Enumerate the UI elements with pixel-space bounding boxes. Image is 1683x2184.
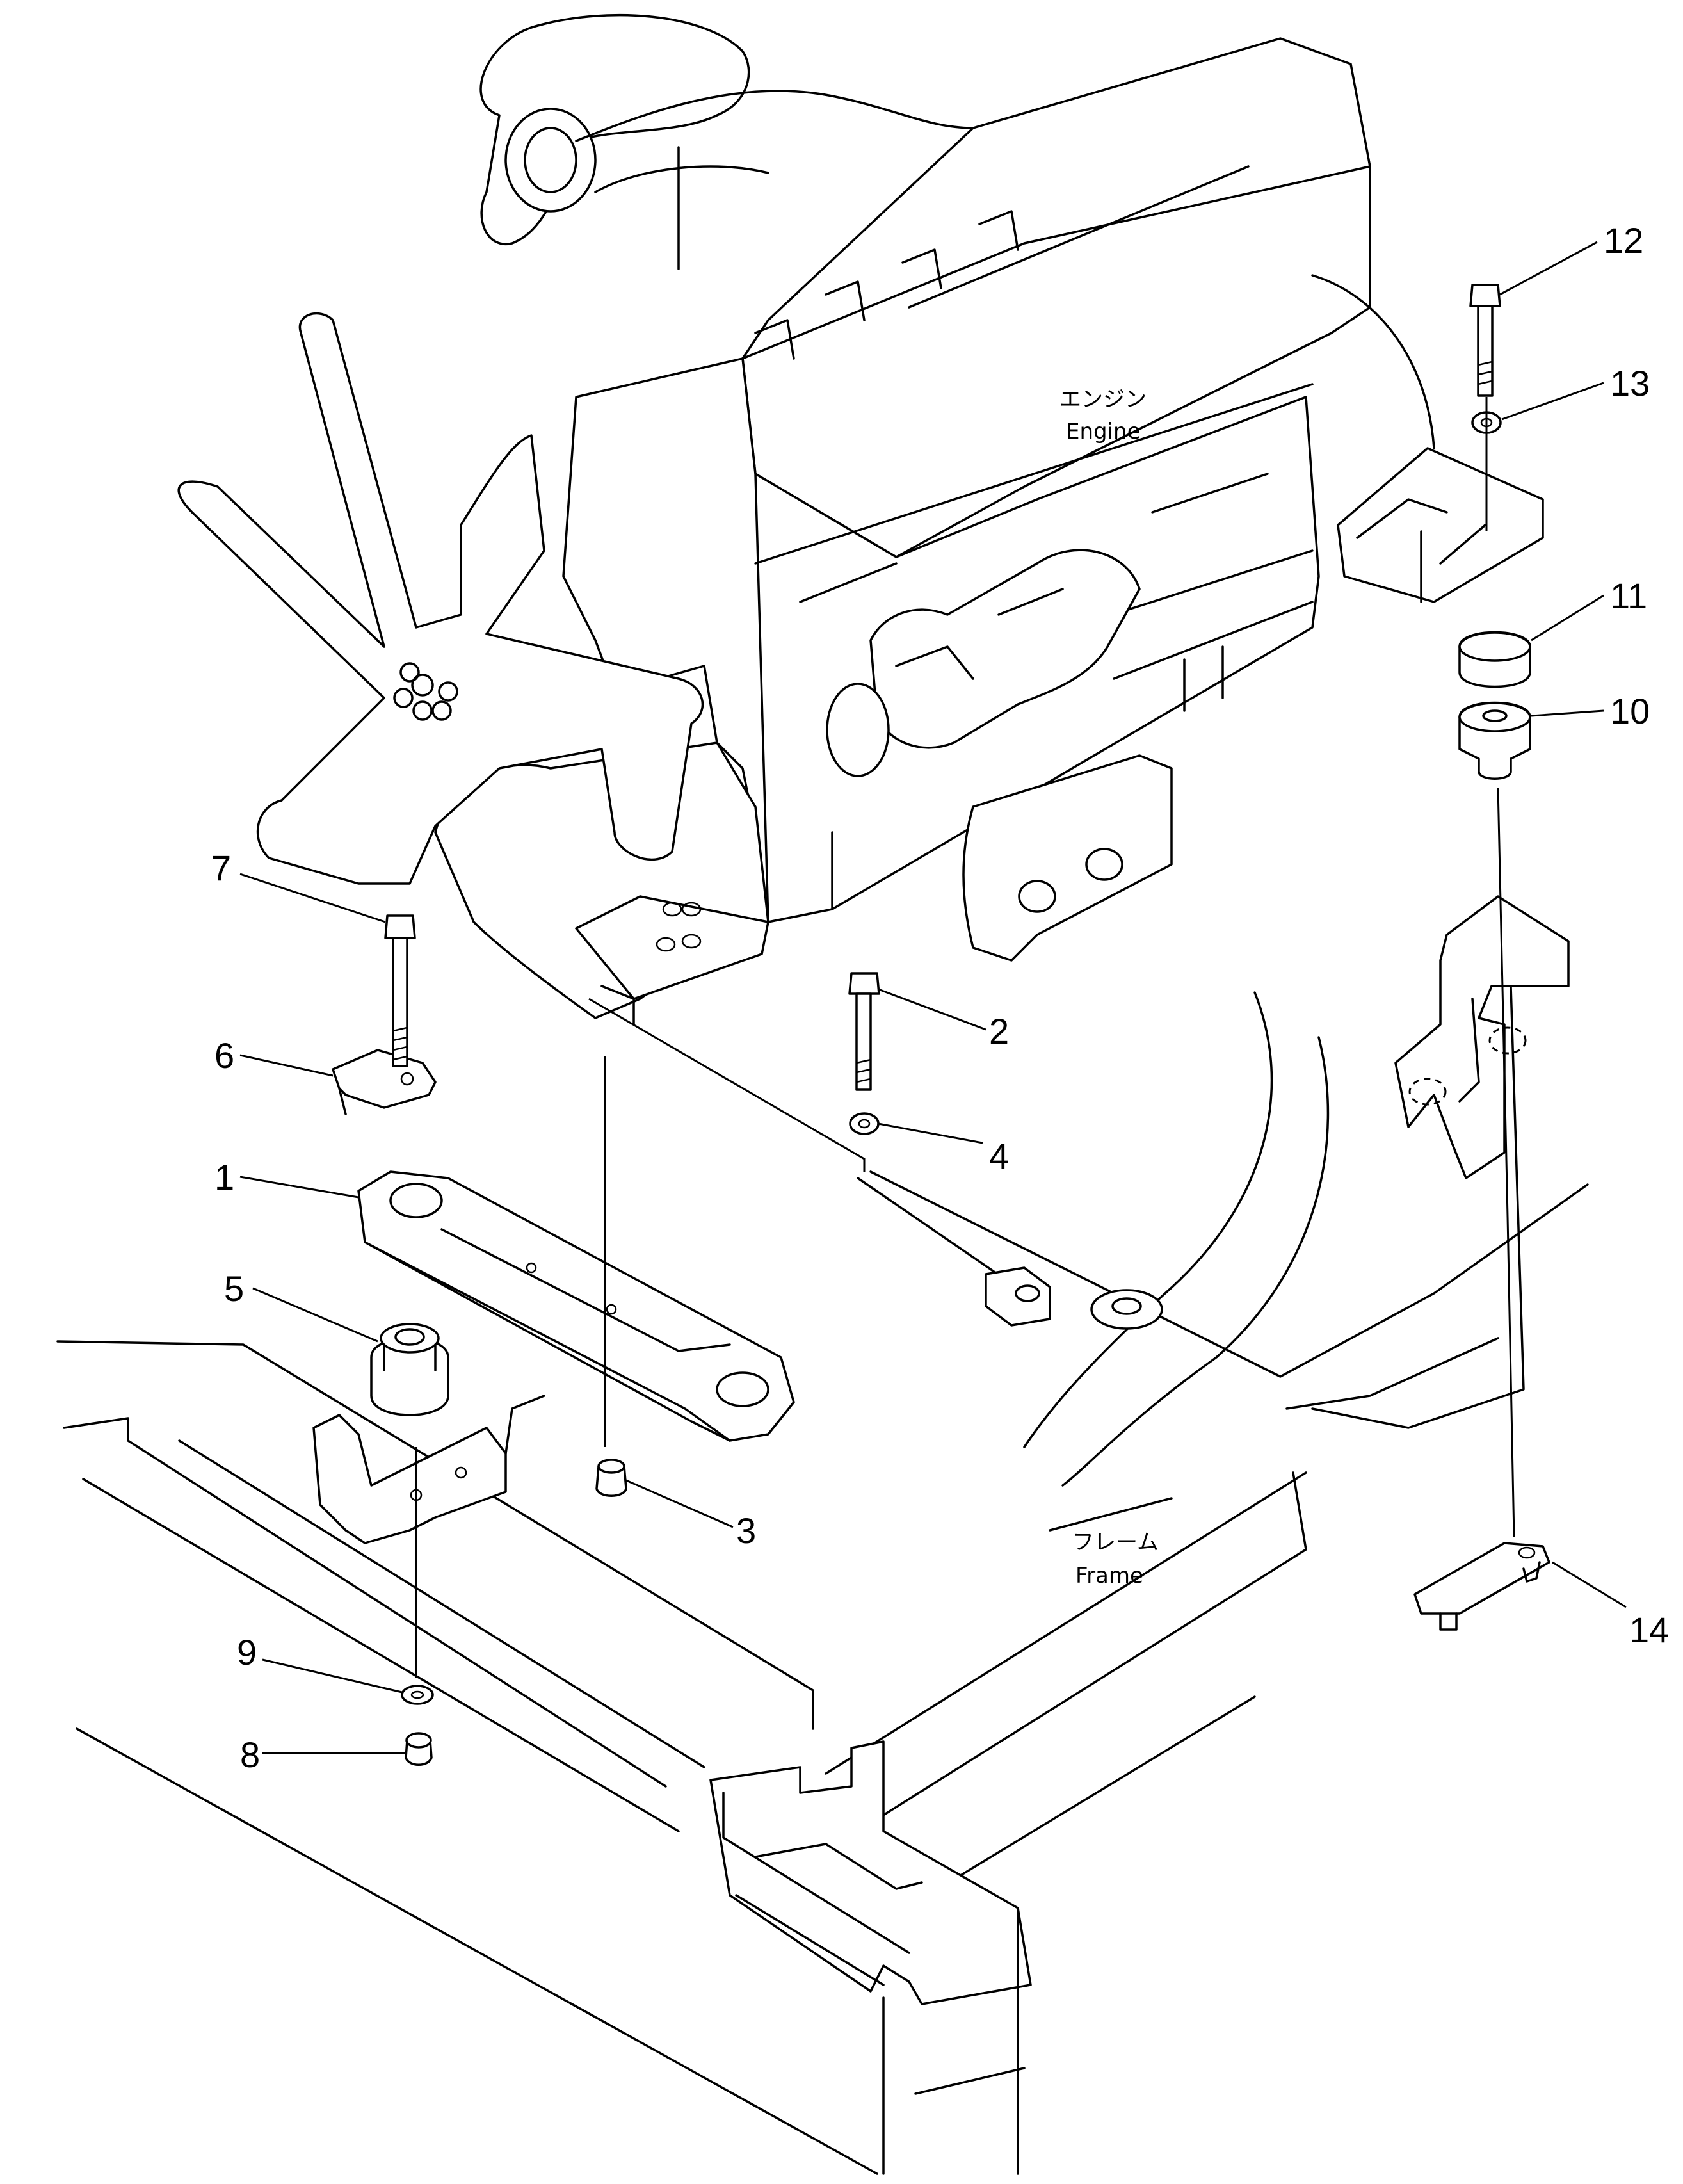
callout-3: 3 — [736, 1510, 756, 1551]
callout-13: 13 — [1610, 363, 1650, 403]
callout-4: 4 — [989, 1136, 1009, 1176]
part-6-bracket — [332, 1049, 437, 1115]
callout-10: 10 — [1610, 691, 1650, 731]
engine-label-en: Engine — [1066, 419, 1141, 444]
callout-14: 14 — [1629, 1610, 1669, 1650]
part-8-nut — [405, 1732, 433, 1766]
part-12-bolt — [1469, 284, 1501, 397]
part-14-plate — [1413, 1542, 1550, 1631]
engine-block — [177, 13, 1544, 1026]
part-4-washer — [849, 1112, 880, 1135]
assembly-center-lines — [415, 397, 1515, 1678]
part-2-bolt — [848, 972, 880, 1091]
frame-label-en: Frame — [1075, 1563, 1143, 1589]
part-7-bolt — [384, 914, 416, 1067]
frame-mount-bracket — [312, 1395, 545, 1544]
callout-8: 8 — [240, 1735, 260, 1775]
callout-numbers: 1 2 3 4 5 6 7 8 9 10 11 12 13 14 — [211, 220, 1669, 1775]
callout-11: 11 — [1610, 576, 1647, 616]
callout-2: 2 — [989, 1011, 1009, 1051]
engine-label-jp: エンジン — [1059, 387, 1147, 412]
part-11-cushion — [1458, 631, 1531, 688]
part-10-cushion — [1458, 701, 1531, 780]
callout-7: 7 — [211, 848, 231, 888]
part-5-cup — [370, 1323, 449, 1416]
part-9-washer — [401, 1685, 434, 1705]
callout-6: 6 — [214, 1035, 234, 1076]
frame-label-jp: フレーム — [1072, 1530, 1159, 1555]
callout-12: 12 — [1604, 220, 1643, 261]
part-3-nut — [595, 1459, 627, 1497]
callout-leaders — [239, 241, 1627, 1754]
callout-5: 5 — [224, 1268, 244, 1309]
callout-9: 9 — [237, 1632, 257, 1672]
part-1-mount-plate — [357, 1170, 795, 1442]
callout-1: 1 — [214, 1157, 234, 1197]
frame-structure — [56, 895, 1589, 2175]
component-labels: エンジン Engine フレーム Frame — [1059, 387, 1159, 1589]
